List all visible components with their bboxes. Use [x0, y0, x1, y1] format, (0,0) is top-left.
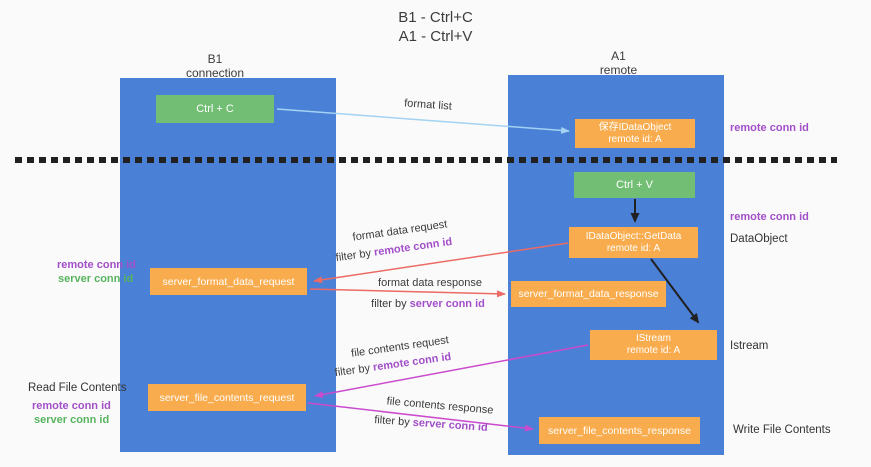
left-label-read-file-contents: Read File Contents: [28, 382, 127, 394]
left-label-server-conn-id-2: server conn id: [34, 414, 110, 426]
node-save-idataobject-line2: remote id: A: [608, 133, 662, 145]
node-server-file-contents-response: server_file_contents_response: [539, 417, 700, 444]
left-label-server-conn-id-1: server conn id: [58, 273, 134, 285]
label-format-data-response-filter: filter by server conn id: [371, 298, 485, 310]
label-file-contents-response: file contents response: [386, 395, 494, 417]
node-istream: IStream remote id: A: [590, 330, 717, 360]
node-ctrl-c: Ctrl + C: [156, 95, 274, 123]
lane-b1-subtitle: connection: [185, 66, 245, 80]
right-label-istream: Istream: [730, 340, 769, 352]
node-idataobject-getdata: IDataObject::GetData remote id: A: [569, 227, 698, 258]
diagram-title: B1 - Ctrl+C A1 - Ctrl+V: [0, 8, 871, 46]
node-save-idataobject: 保存IDataObject remote id: A: [575, 119, 695, 148]
node-istream-line1: IStream: [635, 333, 671, 344]
lane-b1-title: B1: [207, 52, 223, 66]
lane-a1-subtitle: remote: [599, 63, 638, 77]
left-label-remote-conn-id-2: remote conn id: [32, 400, 111, 412]
title-line-2: A1 - Ctrl+V: [398, 28, 473, 45]
filter-key-server-conn-id: server conn id: [409, 298, 485, 310]
session-divider-dashed-line: [15, 157, 837, 163]
label-file-contents-response-filter: filter by server conn id: [374, 414, 488, 434]
filter-by-text: filter by: [371, 298, 410, 310]
title-line-1: B1 - Ctrl+C: [398, 9, 473, 26]
arrow-format-data-response: [309, 288, 506, 298]
label-format-data-response: format data response: [378, 277, 482, 289]
node-server-format-data-request: server_format_data_request: [150, 268, 307, 295]
node-istream-line2: remote id: A: [626, 345, 681, 356]
filter-by-text: filter by: [334, 361, 374, 380]
right-label-remote-conn-id-1: remote conn id: [730, 122, 809, 134]
node-ctrl-v: Ctrl + V: [574, 172, 695, 198]
right-label-dataobject: DataObject: [730, 233, 788, 245]
filter-by-text: filter by: [373, 414, 414, 429]
node-idataobject-getdata-line1: IDataObject::GetData: [585, 230, 682, 242]
right-label-write-file-contents: Write File Contents: [733, 424, 831, 436]
node-save-idataobject-line1: 保存IDataObject: [598, 121, 672, 133]
node-server-format-data-response: server_format_data_response: [511, 281, 666, 307]
node-idataobject-getdata-line2: remote id: A: [606, 242, 661, 254]
node-server-file-contents-request: server_file_contents_request: [148, 384, 306, 411]
filter-key-remote-conn-id: remote conn id: [373, 235, 453, 259]
filter-by-text: filter by: [335, 246, 375, 265]
filter-key-server-conn-id: server conn id: [412, 416, 489, 434]
left-label-remote-conn-id-1: remote conn id: [57, 259, 136, 271]
label-format-list: format list: [403, 97, 453, 113]
right-label-remote-conn-id-2: remote conn id: [730, 211, 809, 223]
lane-a1-title: A1: [611, 49, 626, 63]
lane-header-a1: A1 remote: [566, 49, 671, 77]
lane-header-b1: B1 connection: [150, 52, 280, 80]
